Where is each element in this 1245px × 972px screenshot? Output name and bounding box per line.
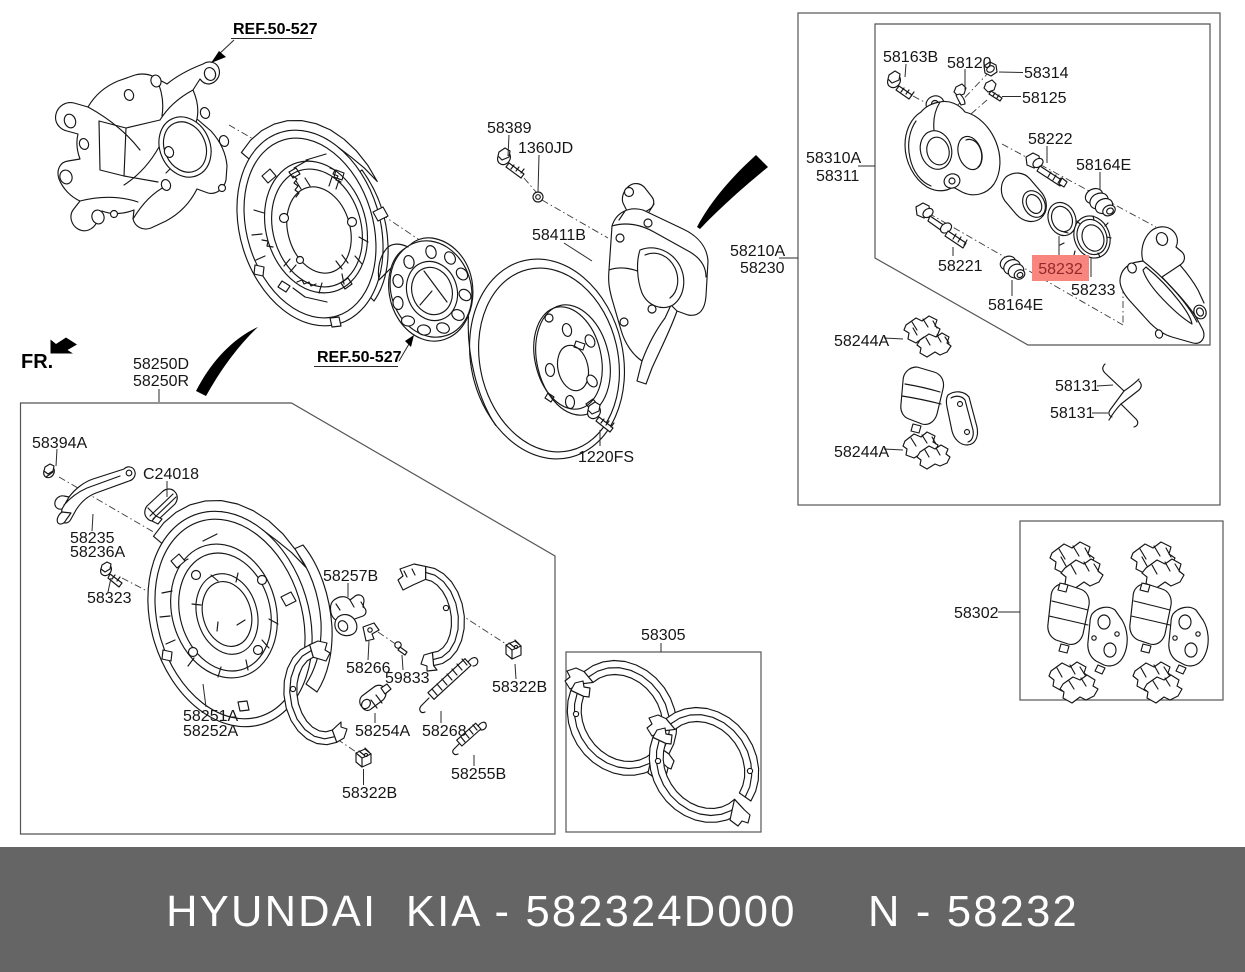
- svg-text:58131: 58131: [1055, 378, 1100, 395]
- svg-text:58232: 58232: [1038, 261, 1083, 278]
- svg-text:58164E: 58164E: [988, 297, 1043, 314]
- svg-text:58222: 58222: [1028, 131, 1073, 148]
- svg-text:58164E: 58164E: [1076, 157, 1131, 174]
- svg-text:58210A: 58210A: [730, 243, 785, 260]
- svg-text:REF.50-527: REF.50-527: [317, 349, 402, 366]
- svg-text:58302: 58302: [954, 605, 999, 622]
- svg-text:58311: 58311: [816, 168, 859, 185]
- svg-text:58389: 58389: [487, 120, 532, 137]
- svg-text:58254A: 58254A: [355, 723, 410, 740]
- svg-text:58411B: 58411B: [532, 227, 586, 244]
- svg-text:58236A: 58236A: [70, 544, 125, 561]
- svg-text:58230: 58230: [740, 260, 785, 277]
- svg-text:58163B: 58163B: [883, 49, 938, 66]
- svg-text:58250D: 58250D: [133, 356, 189, 373]
- svg-text:58125: 58125: [1022, 90, 1067, 107]
- svg-text:58314: 58314: [1024, 65, 1069, 82]
- svg-text:58252A: 58252A: [183, 723, 238, 740]
- svg-text:58244A: 58244A: [834, 444, 889, 461]
- svg-text:58310A: 58310A: [806, 150, 861, 167]
- svg-text:FR.: FR.: [21, 351, 53, 373]
- svg-text:58266: 58266: [346, 660, 391, 677]
- svg-text:58255B: 58255B: [451, 766, 506, 783]
- svg-text:REF.50-527: REF.50-527: [233, 21, 318, 38]
- svg-text:58120: 58120: [947, 55, 992, 72]
- svg-text:58131: 58131: [1050, 405, 1095, 422]
- svg-text:1360JD: 1360JD: [518, 140, 573, 157]
- svg-text:58268: 58268: [422, 723, 467, 740]
- svg-text:58244A: 58244A: [834, 333, 889, 350]
- svg-text:C24018: C24018: [143, 466, 199, 483]
- svg-text:58323: 58323: [87, 590, 132, 607]
- svg-text:58251A: 58251A: [183, 708, 238, 725]
- svg-text:58394A: 58394A: [32, 435, 87, 452]
- svg-text:HYUNDAI KIA - 582324D000: HYUNDAI KIA - 582324D000 N - 58232: [166, 888, 1079, 936]
- svg-text:58305: 58305: [641, 627, 686, 644]
- svg-text:58221: 58221: [938, 258, 983, 275]
- svg-text:58250R: 58250R: [133, 373, 189, 390]
- svg-text:1220FS: 1220FS: [578, 449, 634, 466]
- svg-text:58322B: 58322B: [492, 679, 547, 696]
- svg-text:58233: 58233: [1071, 282, 1116, 299]
- svg-text:58235: 58235: [70, 530, 115, 547]
- svg-text:58322B: 58322B: [342, 785, 397, 802]
- svg-text:59833: 59833: [385, 670, 430, 687]
- svg-text:58257B: 58257B: [323, 568, 378, 585]
